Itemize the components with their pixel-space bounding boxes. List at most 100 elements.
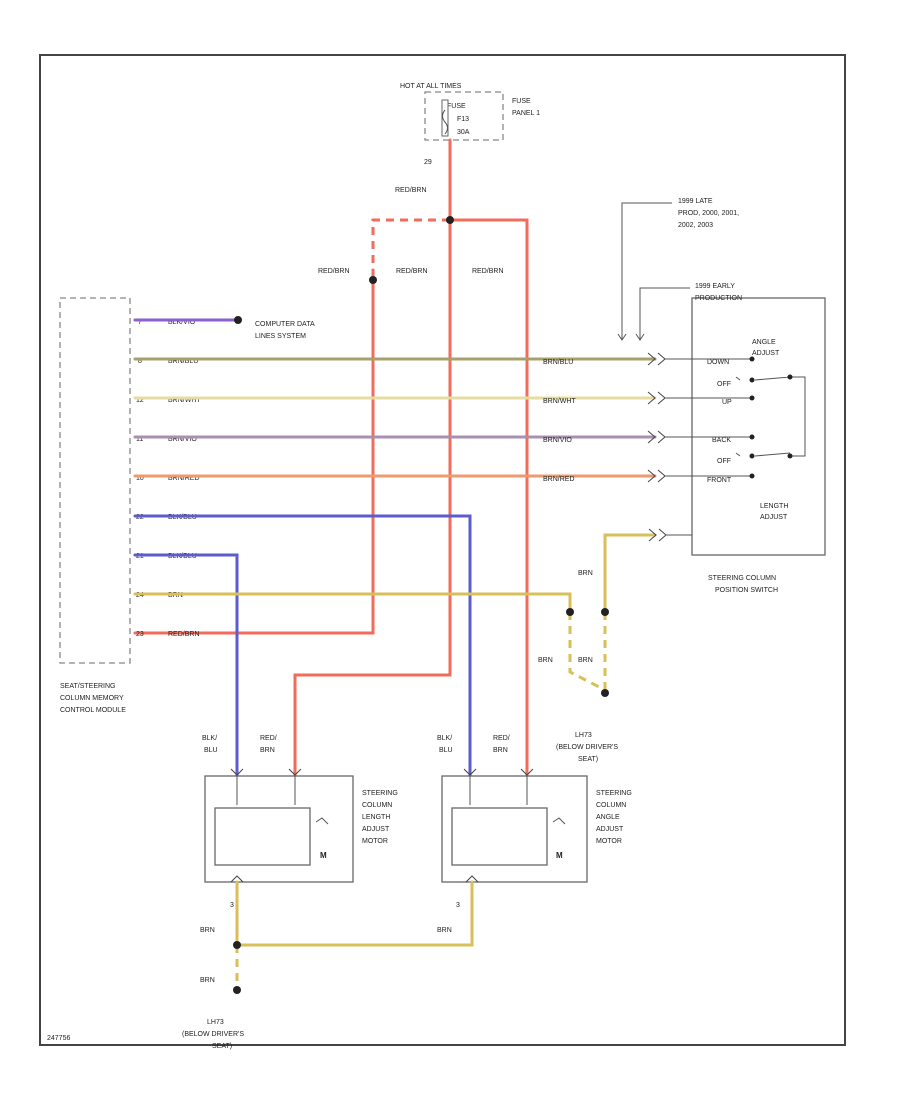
ground-mid-label-2: (BELOW DRIVER'S [556, 744, 618, 751]
angle-adjust-label-1: ANGLE [752, 339, 776, 346]
late-production-note-1: 1999 LATE [678, 198, 713, 205]
switch-wire-label: BRN/BLU [543, 359, 573, 366]
fuse-label: FUSE [447, 103, 466, 110]
wire-label-red-brn: RED/BRN [396, 268, 428, 275]
motor-angle-title-2: COLUMN [596, 802, 626, 809]
motor-length-title-2: COLUMN [362, 802, 392, 809]
late-production-note-3: 2002, 2003 [678, 222, 713, 229]
motor-wire-label: BLU [439, 747, 453, 754]
splice-dot [446, 216, 454, 224]
motor-length-title-3: LENGTH [362, 814, 390, 821]
motor-angle-title-5: MOTOR [596, 838, 622, 845]
fuse-panel: HOT AT ALL TIMES FUSE F13 30A FUSE PANEL… [395, 83, 540, 194]
module-title-2: COLUMN MEMORY [60, 695, 124, 702]
fuse-panel-label-1: FUSE [512, 98, 531, 105]
module-wire-label: BRN/VIO [168, 436, 197, 443]
ground-brn-label-2: BRN [578, 657, 593, 664]
switch-wire-label: BRN/RED [543, 476, 575, 483]
module-wire-label: BRN/WHT [168, 397, 201, 404]
module-wire-label: BRN/RED [168, 475, 200, 482]
motor-pin-3: 3 [230, 902, 234, 909]
hot-at-all-times-label: HOT AT ALL TIMES [400, 83, 462, 90]
ground-bottom-label-2: (BELOW DRIVER'S [182, 1031, 244, 1038]
module-title-1: SEAT/STEERING [60, 683, 116, 690]
computer-data-lines: COMPUTER DATA LINES SYSTEM [133, 316, 315, 340]
motor-angle-title-1: STEERING [596, 790, 632, 797]
switch-down-label: DOWN [707, 359, 729, 366]
motor-angle-title-4: ADJUST [596, 826, 624, 833]
motor-wire-label: BRN [493, 747, 508, 754]
switch-off-label: OFF [717, 458, 731, 465]
computer-data-lines-label-2: LINES SYSTEM [255, 333, 306, 340]
fuse-amps: 30A [457, 129, 470, 136]
switch-signal-wires: BRN/BLU BRN/WHT BRN/VIO BRN/RED [133, 352, 666, 483]
motor-wire-label: BLK/ [202, 735, 217, 742]
module-pin: 10 [136, 475, 144, 482]
switch-wire-label: BRN/VIO [543, 437, 572, 444]
switch-brn-label: BRN [578, 570, 593, 577]
switch-off-label: OFF [717, 381, 731, 388]
angle-adjust-label-2: ADJUST [752, 350, 780, 357]
switch-back-label: BACK [712, 437, 731, 444]
motor-length-title-5: MOTOR [362, 838, 388, 845]
switch-front-label: FRONT [707, 477, 732, 484]
motor-brn-label: BRN [437, 927, 452, 934]
ground-bottom-label-3: SEAT) [212, 1043, 232, 1050]
module-wire-label: BRN/BLU [168, 358, 198, 365]
wire-label-red-brn: RED/BRN [318, 268, 350, 275]
bottom-ground: BRN LH73 (BELOW DRIVER'S SEAT) [182, 880, 474, 1050]
module-pin: 7 [138, 319, 142, 326]
module-wire-label: BLK/VIO [168, 319, 196, 326]
fuse-id: F13 [457, 116, 469, 123]
brn-ground-wires: BRN BRN BRN LH73 (BELOW DRIVER'S SEAT) [133, 528, 667, 763]
ground-point [601, 689, 609, 697]
fuse-panel-label-2: PANEL 1 [512, 110, 540, 117]
motor-wire-label: RED/ [493, 735, 510, 742]
late-production-note-2: PROD, 2000, 2001, [678, 210, 739, 217]
ground-brn-label-1: BRN [538, 657, 553, 664]
ground-mid-label-1: LH73 [575, 732, 592, 739]
motor-wire-label: BLK/ [437, 735, 452, 742]
blk-blu-motor-wires [133, 514, 472, 777]
module-title-3: CONTROL MODULE [60, 707, 126, 714]
length-adjust-label-2: ADJUST [760, 514, 788, 521]
motor-pin-3: 3 [456, 902, 460, 909]
motor-length-title-4: ADJUST [362, 826, 390, 833]
module-pin: 11 [136, 436, 143, 443]
switch-title-1: STEERING COLUMN [708, 575, 776, 582]
fuse-pin-29: 29 [424, 159, 432, 166]
module-wire-label: RED/BRN [168, 631, 200, 638]
steering-column-angle-adjust-motor: BLK/ BLU RED/ BRN M STEERING COLUMN ANGL… [437, 735, 632, 934]
steering-column-length-adjust-motor: BLK/ BLU RED/ BRN M STEERING COLUMN LENG… [200, 735, 398, 934]
red-brn-power-wires: RED/BRN RED/BRN RED/BRN [133, 138, 529, 777]
switch-up-label: UP [722, 399, 732, 406]
motor-length-title-1: STEERING [362, 790, 398, 797]
motor-angle-title-3: ANGLE [596, 814, 620, 821]
steering-column-position-switch: 1999 LATE PROD, 2000, 2001, 2002, 2003 1… [617, 198, 826, 594]
fuse-wire-label: RED/BRN [395, 187, 427, 194]
motor-m-label: M [320, 851, 327, 860]
motor-wire-label: RED/ [260, 735, 277, 742]
motor-wire-label: BRN [260, 747, 275, 754]
diagram-frame [39, 54, 846, 1046]
length-adjust-label-1: LENGTH [760, 503, 788, 510]
early-production-note-1: 1999 EARLY [695, 283, 735, 290]
motor-wire-label: BLU [204, 747, 218, 754]
module-pin: 8 [138, 358, 142, 365]
switch-title-2: POSITION SWITCH [715, 587, 778, 594]
module-pin: 23 [136, 631, 144, 638]
ground-point [233, 986, 241, 994]
computer-data-lines-label-1: COMPUTER DATA [255, 321, 315, 328]
motor-brn-label: BRN [200, 927, 215, 934]
motor-m-label: M [556, 851, 563, 860]
ground-brn-label: BRN [200, 977, 215, 984]
figure-id: 247756 [47, 1035, 70, 1042]
module-pin: 12 [136, 397, 144, 404]
early-production-note-2: PRODUCTION [695, 295, 742, 302]
ground-bottom-label-1: LH73 [207, 1019, 224, 1026]
splice-dot [369, 276, 377, 284]
ground-mid-label-3: SEAT) [578, 756, 598, 763]
wire-label-red-brn: RED/BRN [472, 268, 504, 275]
switch-wire-label: BRN/WHT [543, 398, 576, 405]
